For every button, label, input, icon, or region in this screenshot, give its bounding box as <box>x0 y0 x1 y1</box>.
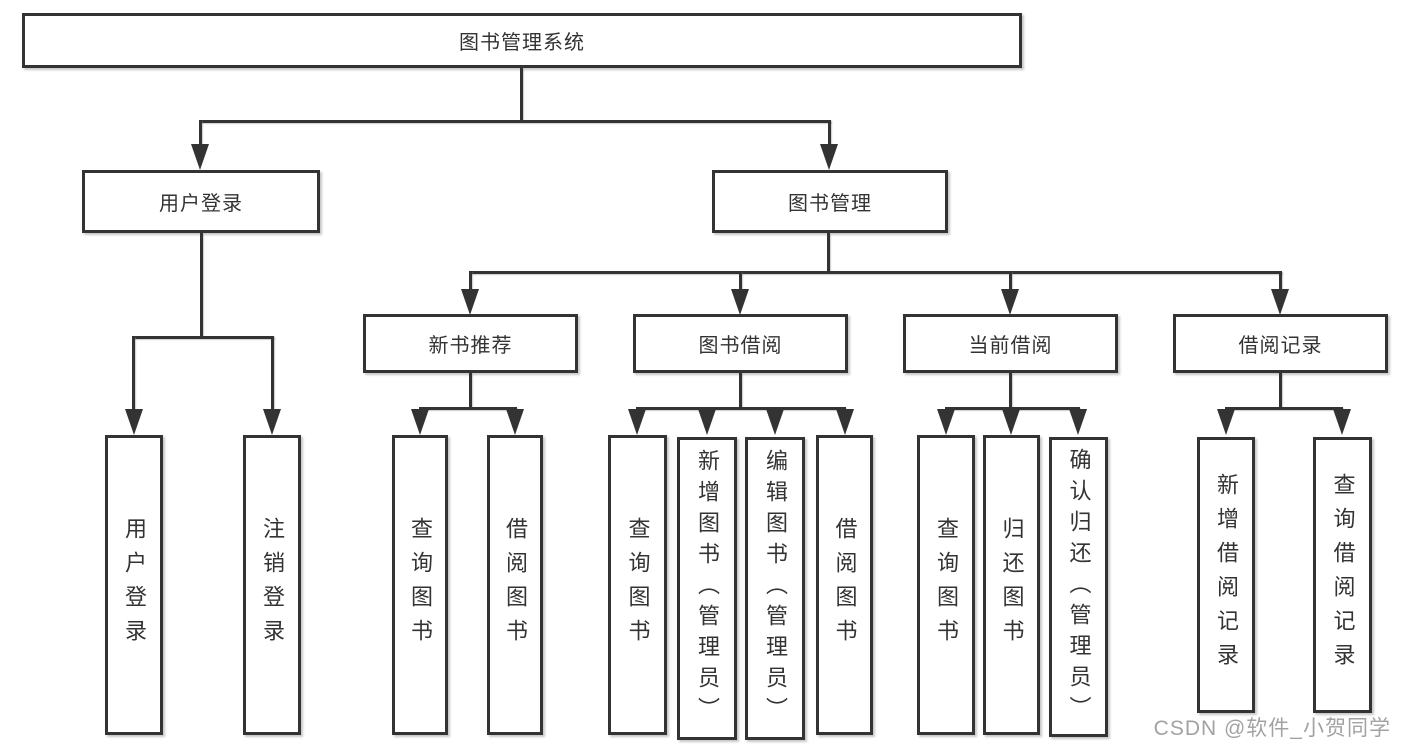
leaf-confirm-return-admin: 确认归还（管理员） <box>1049 437 1108 737</box>
node-library-management-system: 图书管理系统 <box>22 13 1022 68</box>
leaf-query-books-recommend: 查询图书 <box>392 435 448 735</box>
leaf-label: 查询图书 <box>408 517 433 653</box>
arrow-down-icon <box>461 289 479 315</box>
node-label: 借阅记录 <box>1238 335 1323 357</box>
watermark: CSDN @软件_小贺同学 <box>1153 717 1391 740</box>
arrow-down-icon <box>506 409 524 435</box>
leaf-label: 借阅图书 <box>832 517 858 653</box>
leaf-label: 查询图书 <box>625 517 651 653</box>
arrow-down-icon <box>1069 409 1087 435</box>
node-label: 图书管理 <box>788 193 872 215</box>
leaf-borrow-books-borrowing: 借阅图书 <box>816 435 873 735</box>
arrow-down-icon <box>628 409 646 435</box>
node-label: 新书推荐 <box>428 335 513 357</box>
arrow-down-icon <box>836 409 854 435</box>
arrow-down-icon <box>125 409 143 435</box>
leaf-label: 查询图书 <box>934 517 959 653</box>
node-book-management: 图书管理 <box>712 170 948 233</box>
arrow-down-icon <box>1271 289 1289 315</box>
node-book-borrowing: 图书借阅 <box>633 314 848 373</box>
leaf-logout: 注销登录 <box>243 435 301 735</box>
leaf-add-book-admin: 新增图书（管理员） <box>677 437 737 740</box>
arrow-down-icon <box>1002 409 1020 435</box>
leaf-label: 新增借阅记录 <box>1214 473 1239 677</box>
arrow-down-icon <box>698 409 716 435</box>
node-label: 用户登录 <box>159 193 243 215</box>
arrow-down-icon <box>411 409 429 435</box>
arrow-down-icon <box>731 289 749 315</box>
arrow-down-icon <box>820 144 838 170</box>
node-label: 图书借阅 <box>698 335 783 357</box>
leaf-label: 注销登录 <box>260 517 285 653</box>
node-current-borrowing: 当前借阅 <box>903 314 1118 373</box>
node-user-login: 用户登录 <box>82 170 320 233</box>
leaf-label: 新增图书（管理员） <box>695 449 720 728</box>
node-label: 当前借阅 <box>968 335 1053 357</box>
leaf-user-login: 用户登录 <box>105 435 163 735</box>
arrow-down-icon <box>766 409 784 435</box>
arrow-down-icon <box>1217 409 1235 435</box>
leaf-query-books-current: 查询图书 <box>917 435 975 735</box>
arrow-down-icon <box>937 409 955 435</box>
leaf-query-borrow-record: 查询借阅记录 <box>1313 437 1372 713</box>
arrow-down-icon <box>1333 409 1351 435</box>
leaf-label: 确认归还（管理员） <box>1066 447 1092 727</box>
arrow-down-icon <box>263 409 281 435</box>
leaf-label: 借阅图书 <box>503 517 528 653</box>
node-label: 图书管理系统 <box>459 32 585 54</box>
node-borrowing-records: 借阅记录 <box>1173 314 1388 373</box>
node-new-book-recommendation: 新书推荐 <box>363 314 578 373</box>
leaf-label: 用户登录 <box>122 517 147 653</box>
leaf-label: 编辑图书（管理员） <box>763 449 788 728</box>
leaf-query-books-borrowing: 查询图书 <box>608 435 667 735</box>
arrow-down-icon <box>1001 289 1019 315</box>
arrow-down-icon <box>191 144 209 170</box>
leaf-edit-book-admin: 编辑图书（管理员） <box>745 437 805 740</box>
leaf-borrow-books-recommend: 借阅图书 <box>487 435 543 735</box>
leaf-return-books: 归还图书 <box>983 435 1040 735</box>
leaf-add-borrow-record: 新增借阅记录 <box>1197 437 1255 713</box>
leaf-label: 查询借阅记录 <box>1330 473 1356 677</box>
leaf-label: 归还图书 <box>999 517 1025 653</box>
